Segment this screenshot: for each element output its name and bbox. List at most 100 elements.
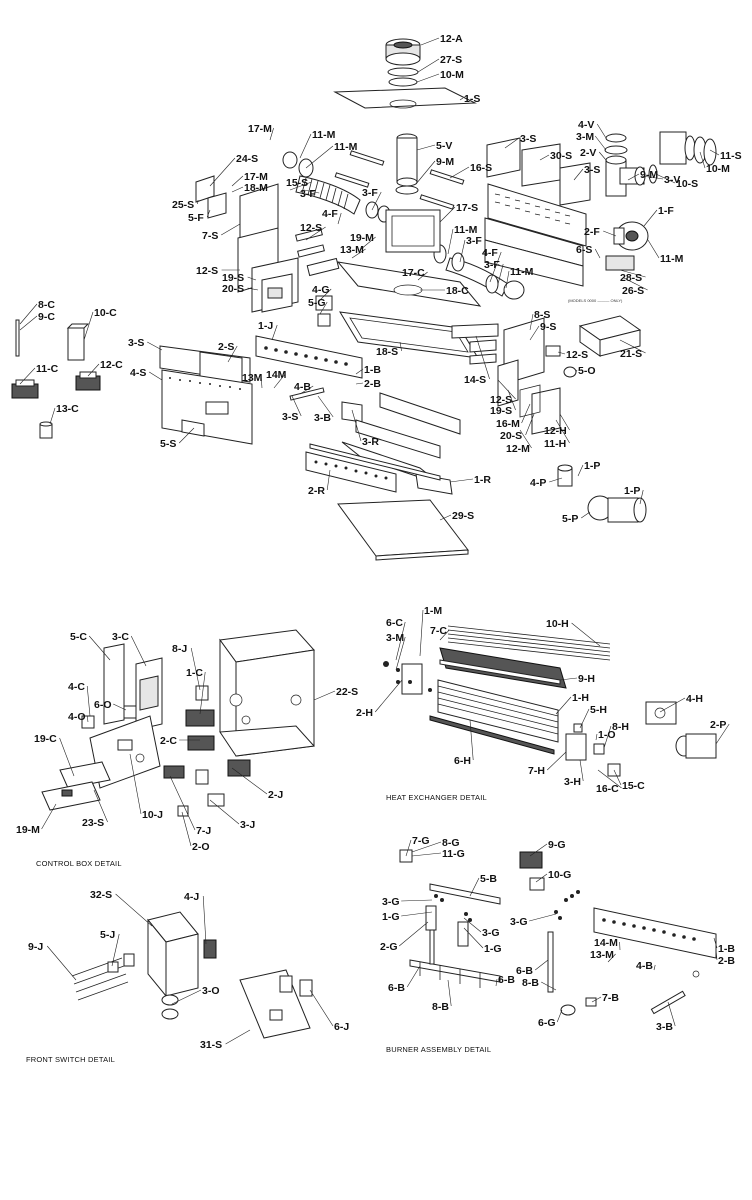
callout-label: 8-G xyxy=(442,837,460,849)
leader-line xyxy=(519,429,532,449)
part-3-J xyxy=(207,793,225,807)
leader-line xyxy=(169,775,196,831)
callout-label: 4-O xyxy=(68,711,86,723)
leader-line xyxy=(190,647,201,691)
callout-label: 3-H xyxy=(564,776,581,788)
leader-line xyxy=(271,324,278,341)
leader-line xyxy=(529,913,557,922)
callout-label: 14M xyxy=(266,369,287,381)
leader-line xyxy=(411,852,442,857)
base-plate-29-S xyxy=(337,499,469,557)
leader-line xyxy=(591,996,602,1003)
leader-line xyxy=(273,373,286,389)
callout-label: 8-B xyxy=(432,1001,449,1013)
leader-line xyxy=(371,191,382,211)
leader-line xyxy=(439,514,452,521)
callout-label: 3-F xyxy=(484,259,500,271)
leader-line xyxy=(541,981,557,991)
rail-thin xyxy=(309,443,441,481)
leader-line xyxy=(171,989,202,1005)
leader-line xyxy=(559,677,578,681)
callout-label: 10-S xyxy=(676,178,698,190)
top-panel-1-S xyxy=(333,87,477,109)
flow-switch-4-P xyxy=(557,464,573,487)
leader-line xyxy=(19,303,38,325)
callout-label: 5-O xyxy=(578,365,596,377)
leader-line xyxy=(19,315,38,331)
leader-line xyxy=(594,248,601,259)
callout-label: 4-B xyxy=(636,960,653,972)
callout-label: 3-G xyxy=(482,927,500,939)
callout-label: 3-G xyxy=(510,916,528,928)
leader-line xyxy=(439,629,450,641)
callout-label: 18-S xyxy=(376,346,398,358)
tube-bank-1-H xyxy=(437,679,559,743)
leader-line xyxy=(497,379,516,400)
callout-label: 1-R xyxy=(474,474,491,486)
ring-10-M xyxy=(388,77,418,87)
gasket-ring-27-S xyxy=(387,67,419,77)
callout-label: 1-H xyxy=(572,692,589,704)
leader-line xyxy=(299,385,314,395)
callout-label: 19-S xyxy=(222,272,244,284)
leader-line xyxy=(417,271,428,281)
leader-line xyxy=(19,367,36,385)
cable-tie-8-C xyxy=(15,319,20,357)
callout-label: 3-S xyxy=(128,337,144,349)
panel-3-S-top xyxy=(486,137,521,178)
leader-line xyxy=(420,37,440,46)
flex-pipe-upper xyxy=(295,175,361,215)
pipe-5-B xyxy=(429,883,501,905)
callout-label: 22-S xyxy=(336,686,358,698)
leader-line xyxy=(93,789,108,823)
leader-line xyxy=(269,127,274,141)
leader-line xyxy=(699,151,706,169)
callout-label: 3-G xyxy=(382,896,400,908)
relay-2-J xyxy=(227,759,251,777)
transformer-10-C xyxy=(66,323,90,361)
leader-line xyxy=(305,145,334,169)
callout-label: 3-S xyxy=(584,164,600,176)
callout-label: 3-B xyxy=(656,1021,673,1033)
callout-label: 7-B xyxy=(602,992,619,1004)
leader-line xyxy=(178,427,195,444)
valve-9-G xyxy=(519,851,543,869)
callout-label: 4-J xyxy=(184,891,199,903)
callout-label: 6-O xyxy=(94,699,112,711)
leader-line xyxy=(87,363,100,377)
callout-label: 11-M xyxy=(510,266,534,278)
valve-10-G xyxy=(529,877,545,891)
callout-label: 23-S xyxy=(82,817,104,829)
leader-line xyxy=(495,978,498,987)
switches-3-O xyxy=(161,994,179,1020)
leader-line xyxy=(507,389,516,411)
callout-label: 1-F xyxy=(658,205,674,217)
callout-label: 13-M xyxy=(340,244,364,256)
leader-line xyxy=(525,413,535,436)
callout-label: 6-C xyxy=(386,617,403,629)
leader-line xyxy=(469,877,480,897)
callout-label: 3-C xyxy=(112,631,129,643)
callout-label: 19-C xyxy=(34,733,57,745)
vent-pipe-5-V xyxy=(396,133,418,187)
callout-label: 13M xyxy=(242,372,263,384)
part-8-H xyxy=(593,743,605,755)
callout-label: 11-C xyxy=(36,363,59,375)
callout-label: 32-S xyxy=(90,889,112,901)
leader-line xyxy=(46,945,77,981)
leader-line xyxy=(289,181,312,191)
leader-line xyxy=(577,464,584,477)
leader-line xyxy=(459,97,464,101)
callout-label: 2-J xyxy=(268,789,283,801)
callout-label: 5-J xyxy=(100,929,115,941)
module-1-C xyxy=(185,709,215,751)
fins-9-H xyxy=(439,647,567,689)
callout-label: 10-M xyxy=(440,69,464,81)
callout-label: 8-H xyxy=(612,721,629,733)
burner-tray-1-B xyxy=(593,907,717,959)
callout-label: 1-P xyxy=(624,485,640,497)
manifold-6-B xyxy=(409,959,501,983)
leader-line xyxy=(411,841,442,853)
callout-label: 10-H xyxy=(546,618,569,630)
leader-line xyxy=(659,697,686,713)
